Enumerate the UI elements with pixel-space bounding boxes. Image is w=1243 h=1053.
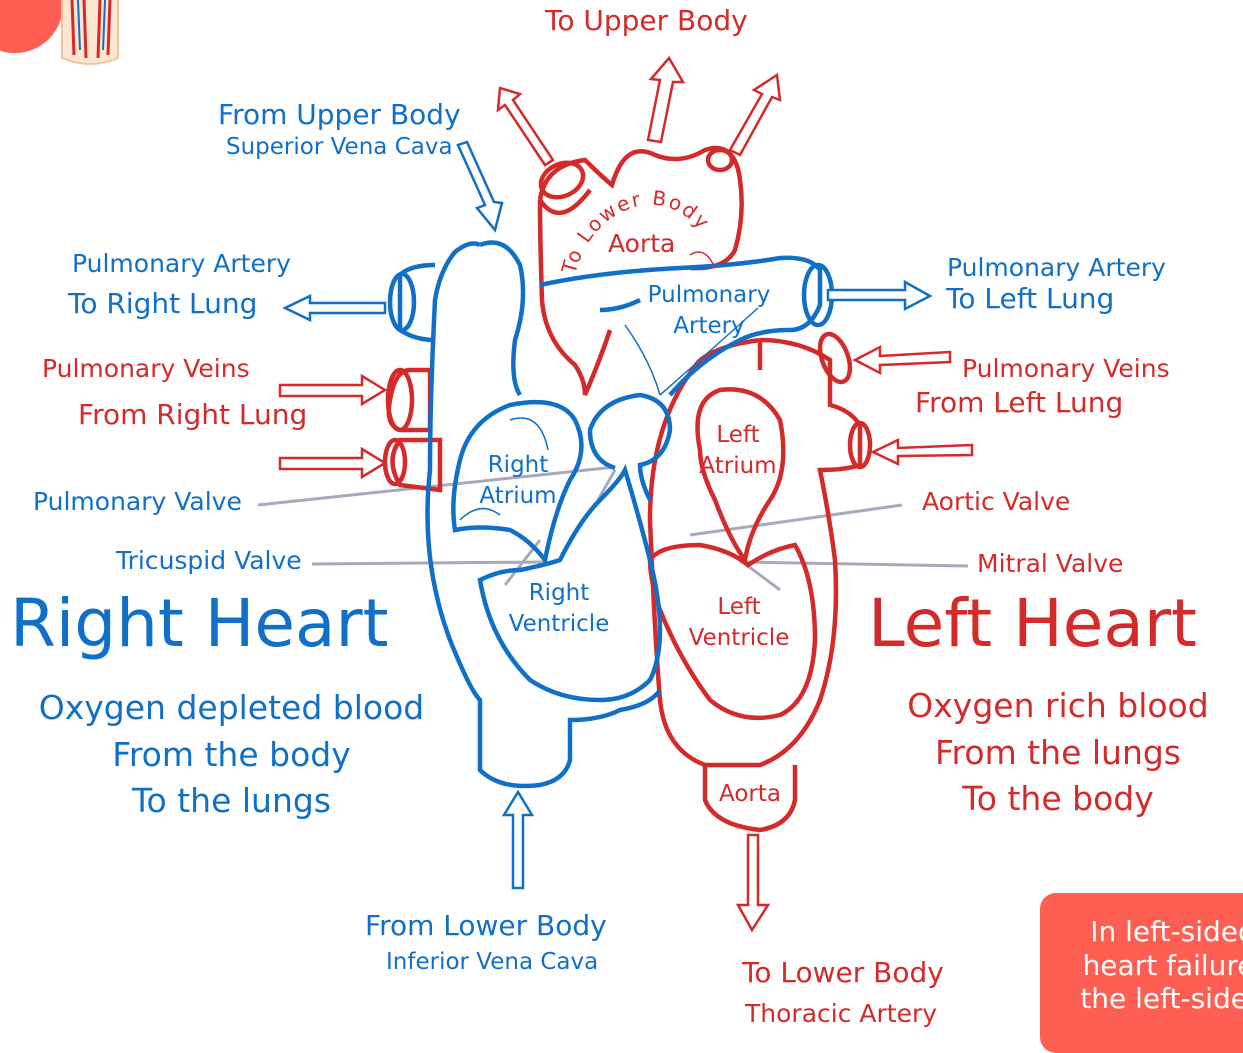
mitral-valve-label: Mitral Valve [977,550,1123,578]
callout-text: In left-sided heart failure, the left-si… [1058,915,1243,1016]
to-upper-body-arrow-right [730,75,780,155]
from-upper-body-label: From Upper Body [218,100,461,131]
aortic-valve-label: Aortic Valve [922,488,1070,516]
aorta-label: Aorta [608,230,675,258]
tricuspid-valve-label: Tricuspid Valve [116,547,302,575]
left-atrium-label: Left Atrium [692,420,784,482]
right-heart-line-1: Oxygen depleted blood [10,690,453,726]
from-lower-body-arrow [504,792,532,888]
logo-icon [0,0,118,64]
pulmonary-artery-right-label: Pulmonary Artery [72,250,291,278]
from-right-lung-arrow-2 [280,449,385,477]
right-heart-line-3: To the lungs [10,783,453,819]
to-left-lung-label: To Left Lung [946,284,1114,315]
from-left-lung-arrow-2 [873,440,972,464]
mitral-valve-pointer [740,562,968,566]
from-left-lung-arrow-1 [855,347,950,373]
to-upper-body-label: To Upper Body [545,6,748,37]
left-heart-line-1: Oxygen rich blood [880,688,1236,724]
callout-box: In left-sided heart failure, the left-si… [1040,893,1243,1053]
to-right-lung-label: To Right Lung [68,289,257,320]
to-lower-body-arrow [738,835,768,930]
pulmonary-valve-label: Pulmonary Valve [33,488,242,516]
superior-vena-cava-label: Superior Vena Cava [226,135,453,160]
thoracic-artery-label: Thoracic Artery [745,1000,937,1028]
left-ventricle-label: Left Ventricle [683,592,795,654]
left-heart-line-3: To the body [880,781,1236,817]
to-lower-body-label: To Lower Body [742,958,944,989]
aorta-lower-label: Aorta [719,782,781,807]
right-heart-title: Right Heart [10,588,388,661]
pulmonary-veins-left-label: Pulmonary Veins [962,355,1170,383]
to-upper-body-arrow-left [498,88,553,165]
pulmonary-artery-left-label: Pulmonary Artery [947,254,1166,282]
pulmonary-artery-inner-label: Pulmonary Artery [630,280,788,342]
to-left-lung-arrow [828,282,930,309]
from-lower-body-label: From Lower Body [365,911,607,942]
right-heart-line-2: From the body [10,737,453,773]
from-left-lung-label: From Left Lung [915,388,1123,419]
right-ventricle-label: Right Ventricle [500,578,618,640]
to-upper-body-arrow-middle [648,58,683,142]
from-upper-body-arrow [458,142,502,230]
left-heart-line-2: From the lungs [880,735,1236,771]
to-right-lung-arrow [285,296,385,320]
inferior-vena-cava-label: Inferior Vena Cava [386,950,598,975]
from-right-lung-label: From Right Lung [78,400,307,431]
pulmonary-veins-right-label: Pulmonary Veins [42,355,250,383]
left-heart-title: Left Heart [868,588,1197,661]
right-atrium-label: Right Atrium [474,450,562,512]
